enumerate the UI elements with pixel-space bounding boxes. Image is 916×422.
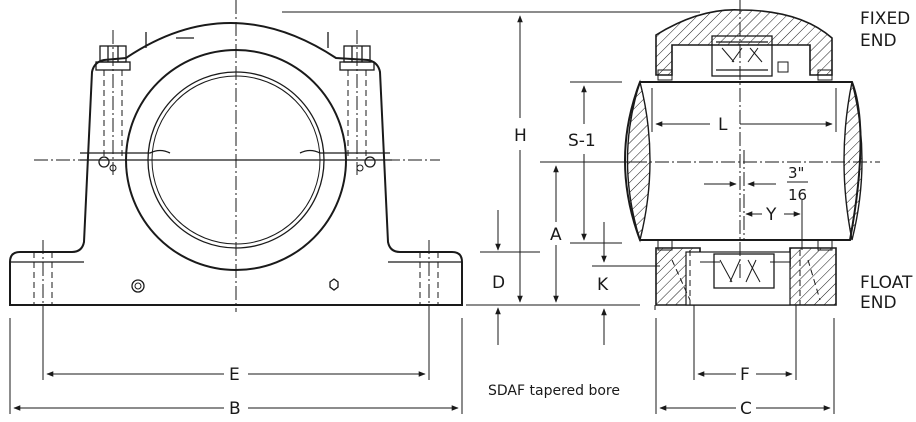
section-view [545,0,880,414]
base-dimensions [9,312,463,414]
label-fixed-end-1: FIXED [860,9,910,29]
label-a: A [550,225,562,245]
label-l: L [718,115,728,135]
label-c: C [740,399,752,419]
shaft [624,81,862,241]
label-s1: S-1 [568,131,596,151]
label-e: E [229,365,240,385]
label-b: B [229,399,241,419]
label-d: D [492,273,505,293]
label-float-end-1: FLOAT [860,273,913,293]
label-f: F [740,365,750,385]
front-view [9,0,463,312]
housing-base [9,22,463,306]
caption: SDAF tapered bore [488,383,620,399]
label-h: H [514,126,527,146]
label-y: Y [765,205,777,225]
label-fixed-end-2: END [860,31,897,51]
fraction-denominator: 16 [788,186,807,204]
fraction-numerator: 3" [788,164,804,182]
label-k: K [597,275,609,295]
label-float-end-2: END [860,293,897,313]
